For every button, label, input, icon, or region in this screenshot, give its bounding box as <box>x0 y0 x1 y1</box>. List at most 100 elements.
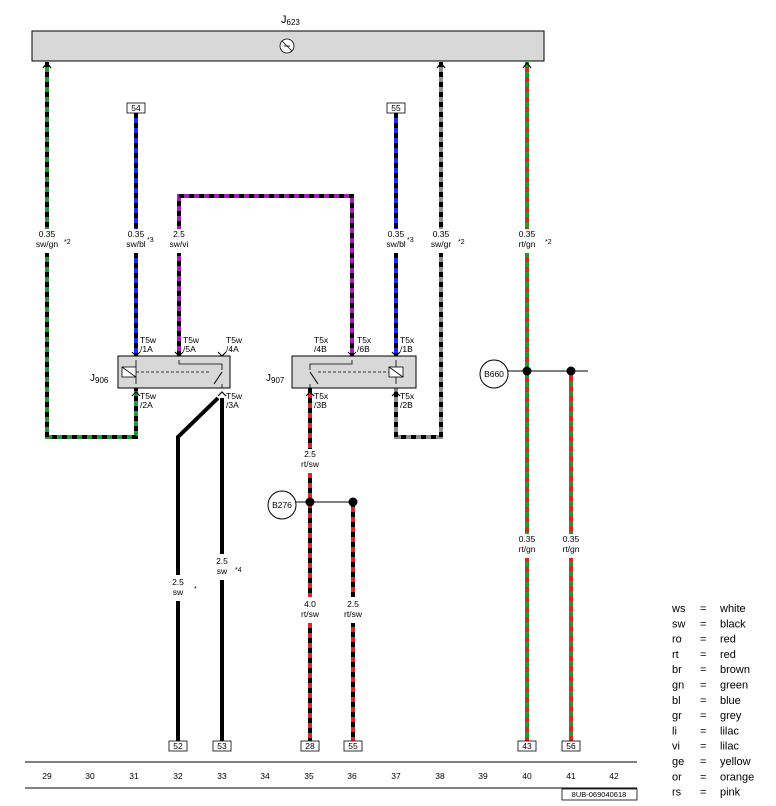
legend-color-name: yellow <box>720 756 751 768</box>
label-mask <box>32 229 62 253</box>
connection-arrow-icon <box>131 351 141 357</box>
relay-coil-icon <box>388 366 404 378</box>
legend-color-name: lilac <box>720 741 739 753</box>
legend-equals: = <box>700 710 706 722</box>
terminal-label: 43 <box>522 741 532 751</box>
legend-code: or <box>672 771 682 783</box>
legend-color-name: red <box>720 649 736 661</box>
legend-color-name: grey <box>720 710 742 722</box>
legend-code: bl <box>672 695 681 707</box>
relay-switch-icon <box>213 371 223 385</box>
legend-color-name: black <box>720 618 746 630</box>
track-number: 42 <box>609 771 619 781</box>
connector-label: T5x/2B <box>400 391 415 410</box>
legend-equals: = <box>700 634 706 646</box>
connector-label: T5w/5A <box>183 335 200 354</box>
drawing-id: 8UB-069040618 <box>572 790 627 799</box>
legend-code: gn <box>672 680 684 692</box>
terminal-box <box>300 740 320 752</box>
connector-label: T5w/1A <box>140 335 157 354</box>
label-mask <box>121 229 151 253</box>
legend-code: gr <box>672 710 682 722</box>
terminal-box <box>386 102 406 114</box>
legend-equals: = <box>700 618 706 630</box>
connector-label: T5w/3A <box>226 391 243 410</box>
legend-equals: = <box>700 680 706 692</box>
track-number: 39 <box>478 771 488 781</box>
terminal-box <box>561 740 581 752</box>
legend-equals: = <box>700 695 706 707</box>
track-number: 30 <box>85 771 95 781</box>
track-number: 34 <box>260 771 270 781</box>
relay-label: J907 <box>266 373 285 385</box>
relay-switch-icon <box>309 371 319 385</box>
wire-stripe <box>394 62 443 439</box>
legend-color-name: brown <box>720 664 750 676</box>
junction-dot <box>566 366 576 376</box>
relay-j907: J907 <box>266 355 417 389</box>
connection-arrow-icon <box>42 62 52 69</box>
connection-arrow-icon <box>347 351 357 357</box>
legend-equals: = <box>700 649 706 661</box>
legend-code: br <box>672 664 682 676</box>
terminal-label: 52 <box>173 741 183 751</box>
terminal-box <box>168 740 188 752</box>
connection-arrow-icon <box>131 391 141 397</box>
track-number: 29 <box>42 771 52 781</box>
track-number: 32 <box>173 771 183 781</box>
top-terminals: 54 55 <box>126 102 406 114</box>
legend-equals: = <box>700 725 706 737</box>
track-strip: 29 30 31 32 33 34 35 36 37 38 39 40 41 4… <box>25 761 638 801</box>
connector-label: T5x/4B <box>314 335 329 354</box>
junction-dot <box>522 366 532 376</box>
relay-coil-icon <box>121 366 137 378</box>
legend-equals: = <box>700 603 706 615</box>
label-mask <box>164 229 194 253</box>
wire-note: *3 <box>407 237 414 244</box>
label-mask <box>512 534 542 558</box>
wire-note: *2 <box>458 239 465 246</box>
terminal-label: 28 <box>305 741 315 751</box>
legend-color-name: red <box>720 634 736 646</box>
relay-contact-line <box>309 360 353 370</box>
control-unit-label: J623 <box>281 14 300 27</box>
junction-b276 <box>267 490 297 520</box>
track-number: 35 <box>304 771 314 781</box>
connector-label: T5x/1B <box>400 335 415 354</box>
connector-label: T5w/4A <box>226 335 243 354</box>
junction-b660 <box>479 359 509 389</box>
legend-equals: = <box>700 756 706 768</box>
wire-sw-vi <box>177 194 354 356</box>
legend-equals: = <box>700 787 706 799</box>
legend-equals: = <box>700 771 706 783</box>
track-number: 36 <box>347 771 357 781</box>
legend-color-name: white <box>719 603 746 615</box>
terminal-label: 55 <box>391 103 401 113</box>
connection-arrow-icon <box>217 391 227 397</box>
label-mask <box>210 554 234 580</box>
connector-label: T5x/6B <box>357 335 372 354</box>
junction-dot <box>348 497 358 507</box>
legend-code: rs <box>672 787 682 799</box>
label-mask <box>295 597 325 623</box>
wire-note: *4 <box>235 567 242 574</box>
connector-label: T5x/3B <box>314 391 329 410</box>
legend-code: vi <box>672 741 680 753</box>
connection-arrow-icon <box>305 391 315 397</box>
legend-color-name: green <box>720 680 748 692</box>
relay-contact-line <box>178 360 223 370</box>
connection-arrow-icon <box>174 351 184 357</box>
terminal-box <box>126 102 146 114</box>
connection-arrow-icon <box>391 351 401 357</box>
